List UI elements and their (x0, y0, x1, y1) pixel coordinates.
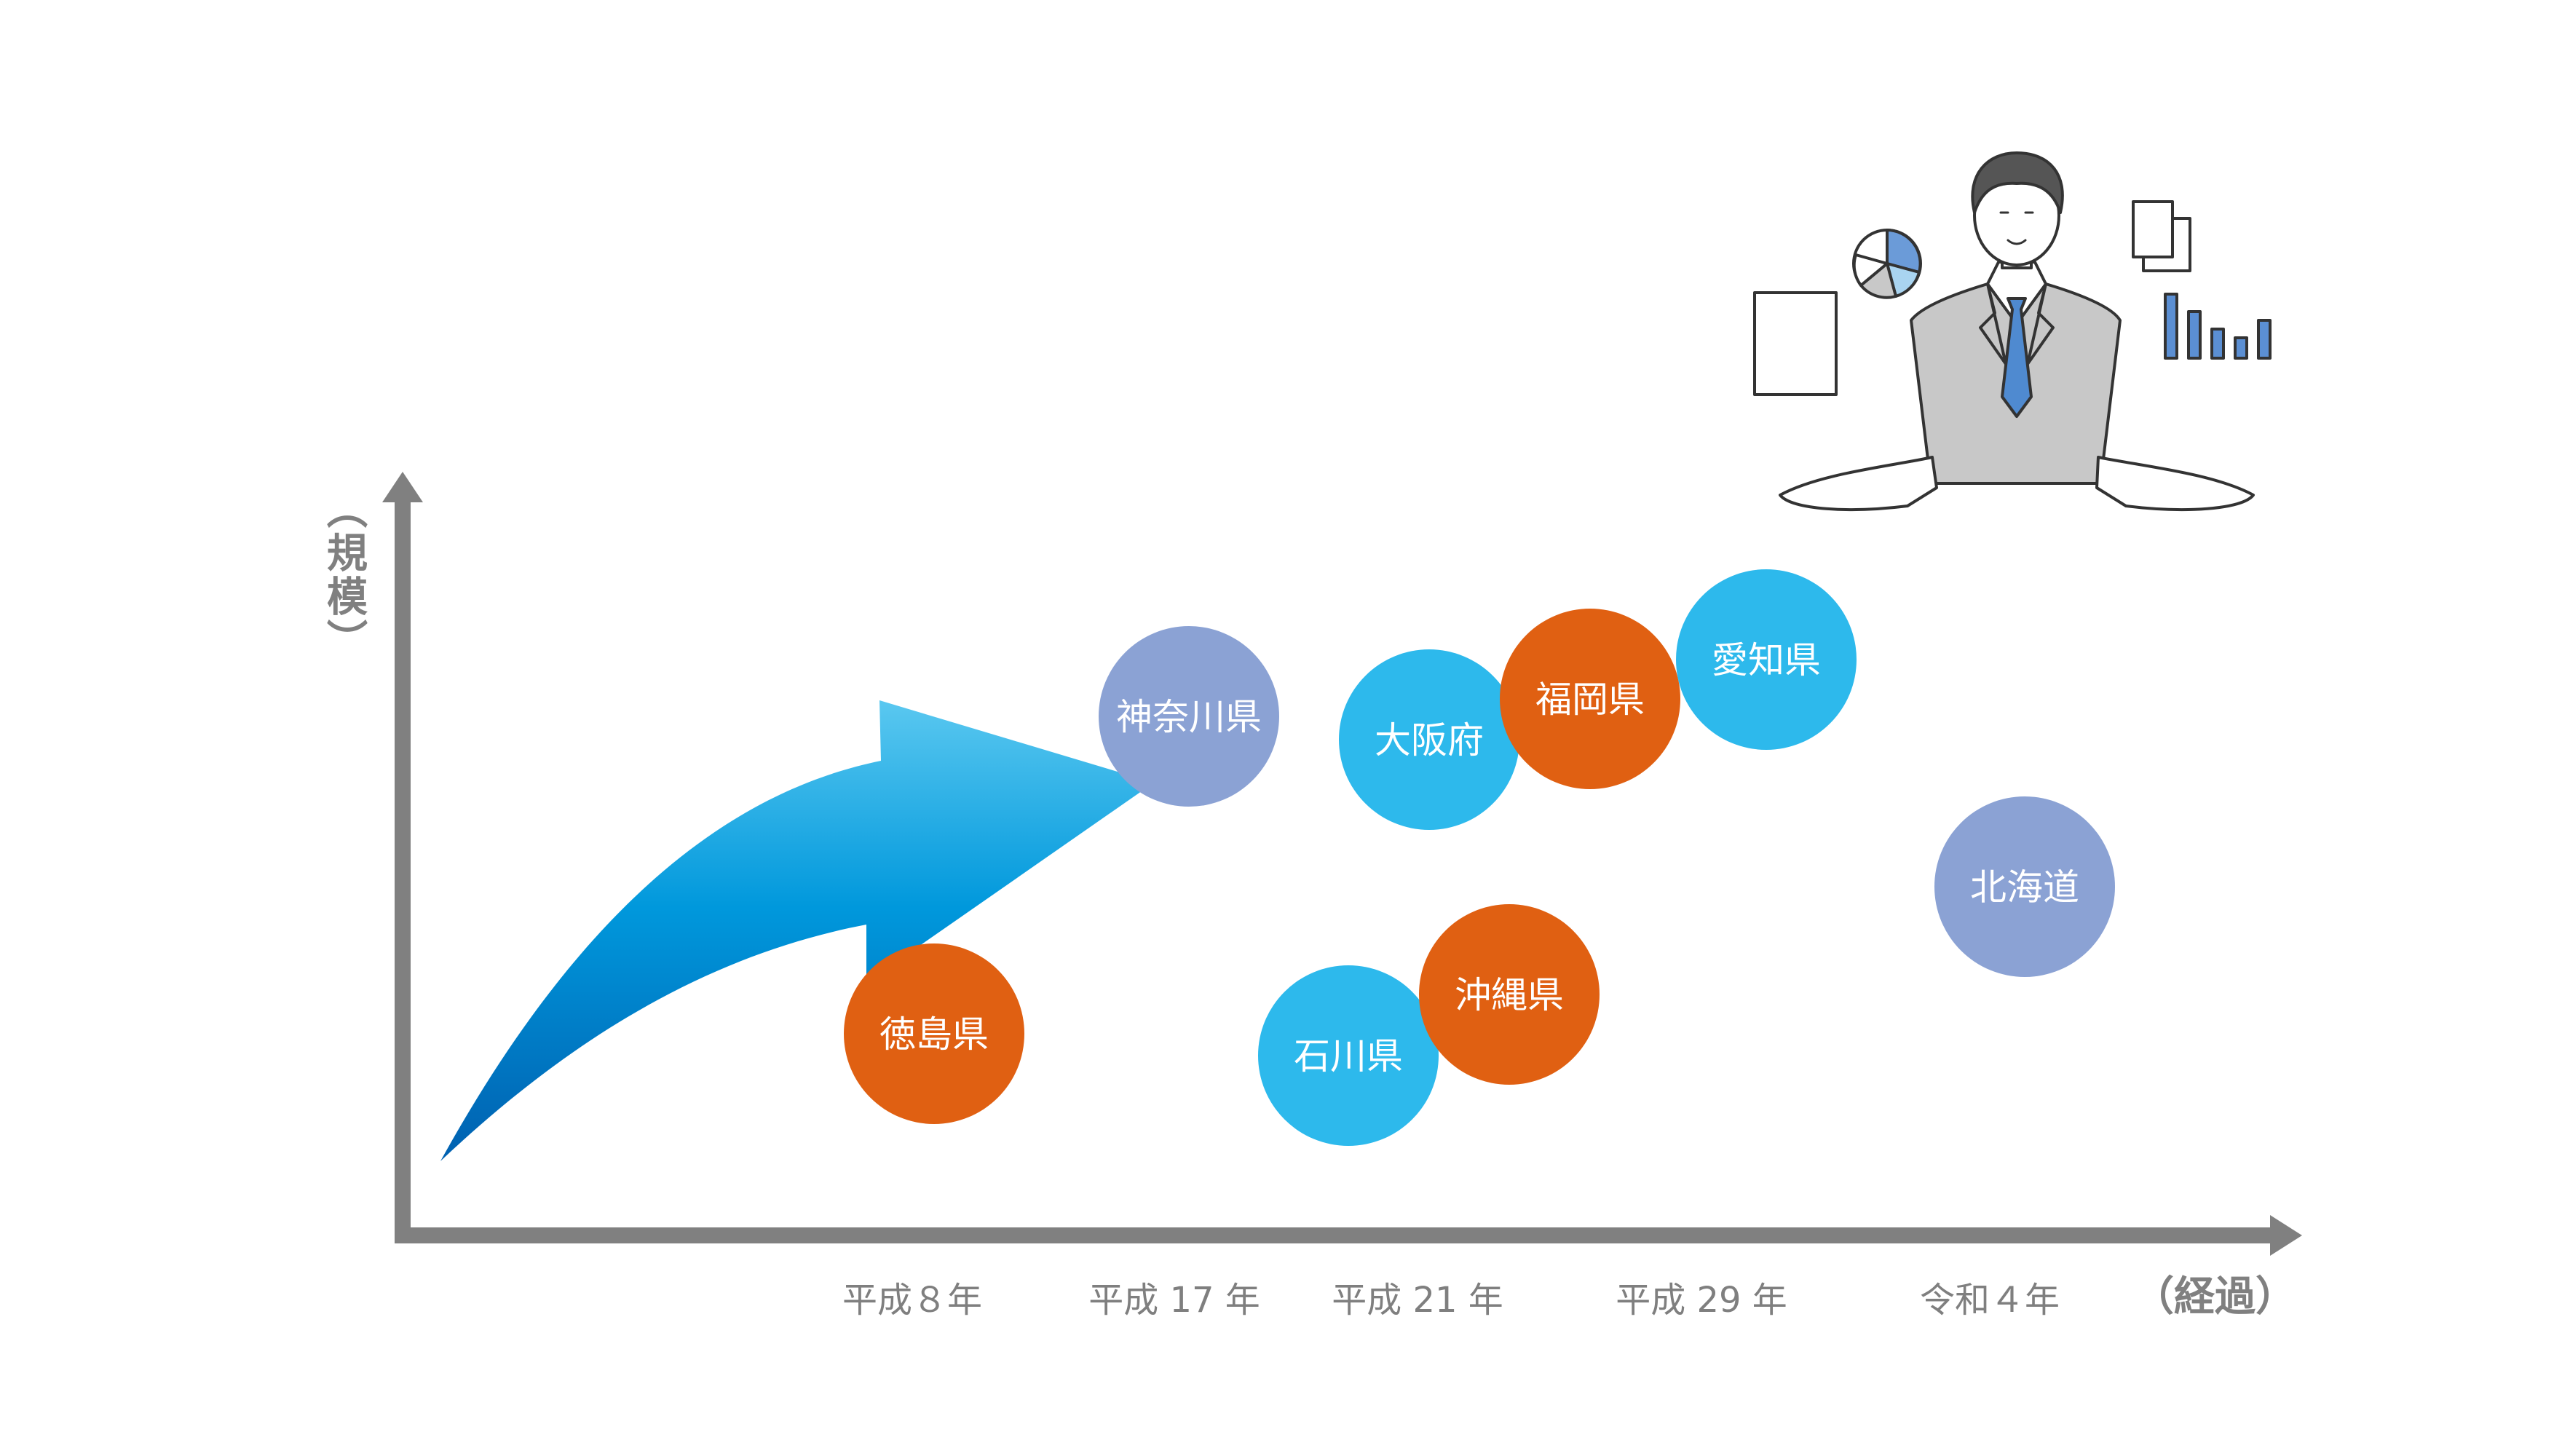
bubble-label: 福岡県 (1535, 678, 1645, 721)
tick-label: 令和４年 (1920, 1280, 2060, 1321)
x-axis-label: （経過） (2133, 1273, 2296, 1321)
pie-chart-icon (1852, 229, 1922, 299)
growth-arrow (440, 700, 1154, 1161)
tie (2001, 297, 2033, 418)
bubble-label: 石川県 (1294, 1035, 1403, 1077)
bubble-circle (1099, 626, 1279, 807)
bubble-circle (1339, 649, 1519, 830)
prefecture-bubbles: 徳島県 神奈川県 大阪府 福岡県 愛知県 石川県 沖縄県 北海道 (844, 569, 2115, 1146)
bubble-circle (1500, 609, 1680, 789)
bubble-label: 北海道 (1970, 866, 2079, 909)
bubble-label: 神奈川県 (1116, 696, 1262, 738)
x-tick-labels: 平成８年 平成 17 年 平成 21 年 平成 29 年 令和４年 (842, 1280, 2060, 1321)
bubble-circle (1676, 569, 1857, 750)
y-axis-arrowhead (382, 472, 423, 502)
left-hand (1779, 456, 1938, 511)
bubble-aichi: 愛知県 (1676, 569, 1857, 750)
x-axis-arrowhead (2270, 1215, 2302, 1256)
tick-label: 平成 29 年 (1616, 1280, 1787, 1321)
hair (1971, 151, 2064, 214)
bubble-ishikawa: 石川県 (1258, 965, 1439, 1146)
bubble-fukuoka: 福岡県 (1500, 609, 1680, 789)
bubble-label: 徳島県 (879, 1013, 989, 1056)
bubble-label: 大阪府 (1375, 719, 1484, 761)
bubble-hokkaido: 北海道 (1934, 796, 2115, 977)
bubble-osaka: 大阪府 (1339, 649, 1519, 830)
bubble-circle (844, 943, 1024, 1124)
bubble-okinawa: 沖縄県 (1419, 904, 1600, 1085)
bar-chart-icon (2164, 293, 2272, 360)
x-axis-line (395, 1227, 2273, 1243)
bubble-circle (1258, 965, 1439, 1146)
bubble-label: 愛知県 (1712, 639, 1821, 681)
bubble-tokushima: 徳島県 (844, 943, 1024, 1124)
bubble-circle (1419, 904, 1600, 1085)
tick-label: 平成 17 年 (1088, 1280, 1260, 1321)
copy-icon (2132, 200, 2191, 272)
chart-axes (382, 472, 2302, 1256)
bubble-label: 沖縄県 (1455, 974, 1564, 1016)
y-axis-label: （規模） (320, 488, 368, 662)
bubble-kanagawa: 神奈川県 (1099, 626, 1279, 807)
y-axis-line (395, 495, 411, 1243)
presenter-illustration (1753, 151, 2272, 511)
tick-label: 平成８年 (842, 1280, 982, 1321)
document-icon (1753, 291, 1838, 396)
tick-label: 平成 21 年 (1332, 1280, 1503, 1321)
right-hand (2095, 456, 2255, 511)
bubble-circle (1934, 796, 2115, 977)
